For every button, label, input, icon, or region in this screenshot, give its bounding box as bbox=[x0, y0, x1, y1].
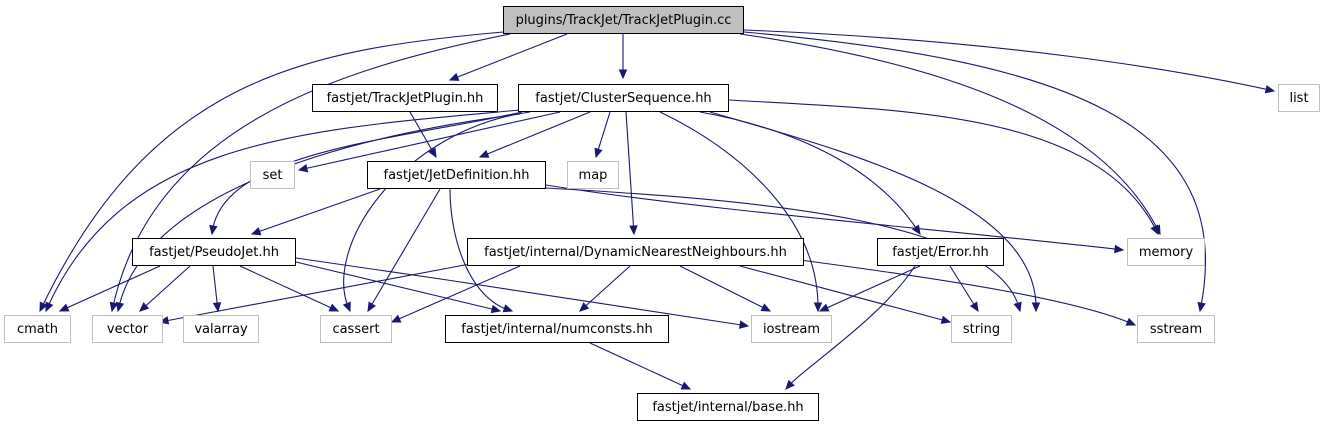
arrowhead-dnn-hh-to-sstream bbox=[1125, 317, 1137, 326]
arrowhead-error-hh-to-iostream bbox=[818, 303, 830, 312]
arrowhead-jetdefinition-hh-to-string bbox=[1013, 301, 1022, 313]
edge-root-to-list bbox=[743, 29, 1276, 94]
edge-pseudojet-hh-to-valarray bbox=[212, 265, 222, 313]
edge-clustersequence-hh-to-pseudojet-hh bbox=[209, 111, 523, 236]
arrowhead-jetdefinition-hh-to-cassert bbox=[367, 301, 376, 313]
arrowhead-clustersequence-hh-to-string bbox=[1031, 302, 1041, 313]
edge-clustersequence-hh-to-memory bbox=[728, 99, 1159, 236]
node-trackjetplugin-cc[interactable]: plugins/TrackJet/TrackJetPlugin.cc bbox=[503, 6, 744, 34]
arrowhead-error-hh-to-string bbox=[969, 301, 979, 313]
edge-root-to-sstream bbox=[743, 31, 1206, 313]
arrowhead-clustersequence-hh-to-vector bbox=[115, 301, 125, 313]
arrowhead-clustersequence-hh-to-cassert bbox=[342, 301, 351, 313]
edge-dnn-hh-to-numconsts-hh bbox=[579, 265, 631, 312]
arrowhead-dnn-hh-to-iostream bbox=[760, 303, 772, 312]
arrowhead-clustersequence-hh-to-dnn-hh bbox=[629, 225, 638, 236]
node-string[interactable]: string bbox=[951, 315, 1012, 343]
arrowhead-clustersequence-hh-to-cmath bbox=[45, 301, 54, 313]
edge-jetdefinition-hh-to-cassert bbox=[367, 188, 441, 313]
arrowhead-dnn-hh-to-string bbox=[940, 315, 952, 324]
edge-clustersequence-hh-to-set bbox=[297, 111, 561, 173]
arrowhead-root-to-list bbox=[1264, 85, 1276, 94]
arrowhead-trackjetplugin-hh-to-jetdefinition-hh bbox=[428, 147, 437, 159]
arrowhead-pseudojet-hh-to-iostream bbox=[738, 320, 750, 329]
edge-numconsts-hh-to-base-hh bbox=[589, 342, 692, 390]
arrowhead-root-to-cmath bbox=[39, 301, 48, 313]
edge-dnn-hh-to-cassert bbox=[390, 265, 521, 323]
edge-pseudojet-hh-to-iostream bbox=[295, 257, 750, 329]
arrowhead-clustersequence-hh-to-memory bbox=[1150, 224, 1159, 236]
edge-clustersequence-hh-to-string bbox=[709, 111, 1041, 313]
edge-jetdefinition-hh-to-pseudojet-hh bbox=[250, 188, 381, 236]
edge-pseudojet-hh-to-numconsts-hh bbox=[295, 261, 502, 314]
node-jetdefinition-hh[interactable]: fastjet/JetDefinition.hh bbox=[367, 161, 546, 189]
edge-dnn-hh-to-string bbox=[739, 265, 952, 324]
node-base-hh[interactable]: fastjet/internal/base.hh bbox=[637, 393, 819, 421]
node-list[interactable]: list bbox=[1278, 84, 1320, 112]
arrowhead-root-to-clustersequence-hh bbox=[618, 69, 628, 80]
edge-clustersequence-hh-to-cmath bbox=[45, 109, 521, 313]
arrowhead-pseudojet-hh-to-vector bbox=[139, 302, 150, 312]
node-valarray[interactable]: valarray bbox=[183, 315, 259, 343]
edge-pseudojet-hh-to-vector bbox=[139, 265, 191, 312]
edge-clustersequence-hh-to-error-hh bbox=[699, 111, 921, 236]
node-map[interactable]: map bbox=[567, 161, 619, 189]
arrowhead-clustersequence-hh-to-jetdefinition-hh bbox=[478, 149, 490, 158]
node-set[interactable]: set bbox=[250, 161, 295, 189]
node-pseudojet-hh[interactable]: fastjet/PseudoJet.hh bbox=[132, 238, 296, 266]
edge-error-hh-to-base-hh bbox=[785, 265, 916, 390]
arrowhead-clustersequence-hh-to-iostream bbox=[813, 302, 823, 313]
node-cassert[interactable]: cassert bbox=[320, 315, 392, 343]
arrowhead-root-to-trackjetplugin-hh bbox=[448, 72, 460, 81]
edge-root-to-clustersequence-hh bbox=[618, 34, 628, 80]
node-memory[interactable]: memory bbox=[1127, 238, 1205, 266]
edge-root-to-trackjetplugin-hh bbox=[448, 33, 568, 81]
edge-clustersequence-hh-to-jetdefinition-hh bbox=[478, 111, 591, 158]
edge-pseudojet-hh-to-cassert bbox=[239, 265, 340, 312]
arrowhead-jetdefinition-hh-to-pseudojet-hh bbox=[250, 227, 262, 236]
edge-jetdefinition-hh-to-memory bbox=[545, 184, 1125, 254]
arrowhead-dnn-hh-to-numconsts-hh bbox=[579, 302, 590, 312]
arrowhead-root-to-sstream bbox=[1197, 301, 1206, 313]
edge-dnn-hh-to-sstream bbox=[799, 259, 1137, 326]
arrowhead-dnn-hh-to-cassert bbox=[390, 314, 402, 323]
edge-error-hh-to-string bbox=[949, 265, 979, 313]
arrowhead-pseudojet-hh-to-numconsts-hh bbox=[490, 304, 502, 314]
node-dynamicnearestneighbours-hh[interactable]: fastjet/internal/DynamicNearestNeighbour… bbox=[467, 238, 804, 266]
node-trackjetplugin-hh[interactable]: fastjet/TrackJetPlugin.hh bbox=[312, 84, 498, 112]
arrowhead-clustersequence-hh-to-pseudojet-hh bbox=[209, 224, 218, 236]
node-clustersequence-hh[interactable]: fastjet/ClusterSequence.hh bbox=[518, 84, 729, 112]
arrowhead-pseudojet-hh-to-cmath bbox=[58, 303, 70, 312]
edge-root-to-cmath bbox=[39, 31, 504, 313]
arrowhead-jetdefinition-hh-to-memory bbox=[1114, 244, 1125, 254]
node-error-hh[interactable]: fastjet/Error.hh bbox=[877, 238, 1004, 266]
node-iostream[interactable]: iostream bbox=[751, 315, 832, 343]
arrowhead-root-to-vector bbox=[109, 301, 119, 313]
arrowhead-pseudojet-hh-to-cassert bbox=[328, 303, 340, 312]
edge-root-to-memory bbox=[739, 33, 1161, 236]
arrowhead-numconsts-hh-to-base-hh bbox=[680, 381, 692, 390]
edge-clustersequence-hh-to-map bbox=[594, 111, 611, 159]
edge-clustersequence-hh-to-cassert bbox=[342, 111, 531, 313]
node-cmath[interactable]: cmath bbox=[4, 315, 71, 343]
arrowhead-error-hh-to-base-hh bbox=[785, 379, 795, 390]
node-vector[interactable]: vector bbox=[92, 315, 163, 343]
arrowhead-clustersequence-hh-to-error-hh bbox=[911, 224, 921, 236]
arrowhead-clustersequence-hh-to-set bbox=[297, 163, 309, 173]
edge-error-hh-to-iostream bbox=[818, 265, 921, 312]
arrowhead-jetdefinition-hh-to-numconsts-hh bbox=[502, 304, 514, 313]
arrowhead-pseudojet-hh-to-valarray bbox=[212, 302, 222, 313]
edge-pseudojet-hh-to-cmath bbox=[58, 265, 161, 312]
edge-dnn-hh-to-iostream bbox=[679, 265, 772, 312]
node-numconsts-hh[interactable]: fastjet/internal/numconsts.hh bbox=[445, 315, 669, 343]
edge-clustersequence-hh-to-iostream bbox=[659, 111, 823, 313]
node-sstream[interactable]: sstream bbox=[1137, 315, 1215, 343]
arrowhead-clustersequence-hh-to-map bbox=[594, 147, 603, 159]
edge-clustersequence-hh-to-dnn-hh bbox=[625, 111, 638, 236]
edge-jetdefinition-hh-to-string bbox=[545, 187, 1022, 313]
